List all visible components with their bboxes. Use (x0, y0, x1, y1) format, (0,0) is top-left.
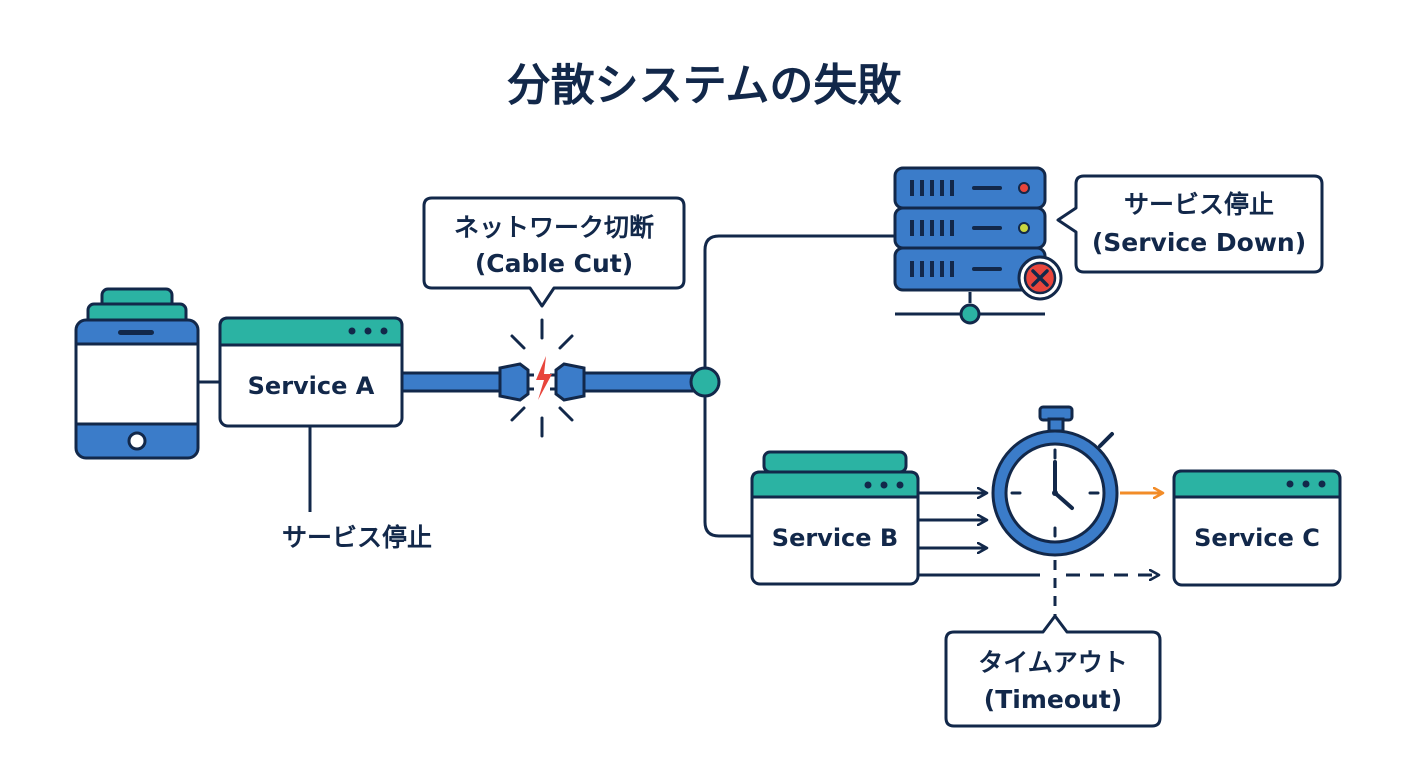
service-a-down-label: サービス停止 (282, 523, 432, 552)
cable-cut-callout: ネットワーク切断 (Cable Cut) (422, 196, 686, 308)
cable-left-segment (398, 371, 506, 393)
hub-to-service-b-line (703, 396, 752, 538)
cable-right-plug (554, 362, 586, 402)
cable-left-plug (498, 362, 530, 402)
service-a-window: Service A (218, 316, 404, 428)
request-arrows (918, 493, 1158, 618)
service-down-callout: サービス停止 (Service Down) (1056, 174, 1324, 274)
cable-cut-callout-line2: (Cable Cut) (475, 249, 633, 278)
cable-cut-callout-line1: ネットワーク切断 (454, 213, 654, 242)
service-down-callout-line1: サービス停止 (1124, 190, 1274, 219)
service-down-callout-line2: (Service Down) (1092, 228, 1306, 257)
smartphone-icon (74, 287, 200, 460)
server-rack-icon (893, 166, 1047, 325)
error-x-icon (1017, 255, 1063, 301)
cable-right-segment (578, 371, 697, 393)
timeout-callout-line1: タイムアウト (978, 648, 1128, 677)
service-c-window: Service C (1172, 469, 1342, 587)
page-title: 分散システムの失敗 (507, 60, 903, 111)
service-b-label: Service B (772, 524, 898, 552)
network-hub-node (689, 366, 721, 398)
service-c-label: Service C (1194, 524, 1320, 552)
timeout-callout: タイムアウト (Timeout) (944, 614, 1162, 728)
lightning-bolt-icon (536, 356, 552, 400)
service-b-window: Service B (750, 450, 920, 586)
timeout-callout-line2: (Timeout) (984, 685, 1122, 714)
hub-to-server-line (703, 234, 895, 370)
stopwatch-icon (991, 405, 1119, 557)
service-a-label: Service A (248, 372, 375, 400)
cable-break-icon (510, 318, 574, 438)
